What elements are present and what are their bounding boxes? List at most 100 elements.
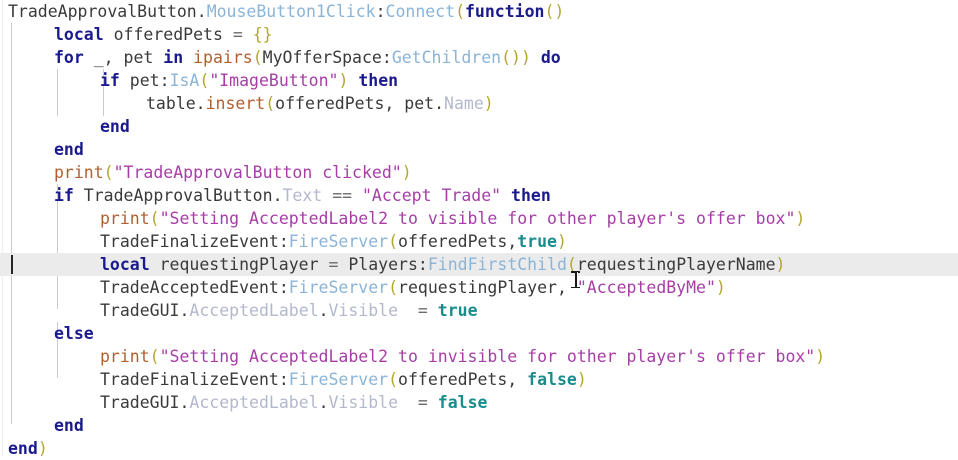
token-punct: .: [195, 94, 206, 113]
token-punct: .: [179, 393, 190, 412]
token-plain: table: [146, 94, 196, 113]
indent-guide-3: [57, 322, 58, 378]
token-fn: GetChildren: [391, 48, 502, 67]
token-plain: TradeApprovalButton: [73, 186, 273, 205]
code-line[interactable]: TradeGUI.AcceptedLabel.Visible = false: [0, 391, 958, 414]
token-fn: MouseButton1Click: [206, 2, 376, 21]
token-plain: _, pet: [83, 48, 164, 67]
code-line[interactable]: TradeFinalizeEvent:FireServer(offeredPet…: [0, 368, 958, 391]
indent-guide-4: [103, 69, 104, 116]
token-kw: else: [54, 324, 94, 343]
token-fn: Connect: [385, 2, 456, 21]
token-kw: end: [100, 117, 130, 136]
token-punct: :: [278, 232, 289, 251]
code-line[interactable]: TradeFinalizeEvent:FireServer(offeredPet…: [0, 230, 958, 253]
code-line[interactable]: table.insert(offeredPets, pet.Name): [0, 92, 958, 115]
indent-guide-1: [57, 69, 58, 116]
token-kw: do: [540, 48, 561, 67]
token-op: =: [417, 393, 428, 412]
token-bool: false: [527, 370, 577, 389]
token-kw: if: [54, 186, 74, 205]
token-plain: [428, 301, 438, 320]
token-punct: .: [434, 94, 445, 113]
token-prop: Visible: [328, 393, 399, 412]
token-str: "TradeApprovalButton clicked": [113, 163, 402, 182]
code-line[interactable]: end: [0, 138, 958, 161]
token-bool: true: [517, 232, 557, 251]
token-plain: [428, 393, 438, 412]
token-plain: TradeApprovalButton: [8, 2, 197, 21]
token-paren: ): [815, 347, 826, 366]
token-plain: TradeFinalizeEvent: [100, 370, 279, 389]
token-plain: [501, 186, 511, 205]
code-line[interactable]: for _, pet in ipairs(MyOfferSpace:GetChi…: [0, 46, 958, 69]
code-line[interactable]: TradeAcceptedEvent:FireServer(requesting…: [0, 276, 958, 299]
token-paren: (: [388, 232, 399, 251]
code-line[interactable]: end): [0, 437, 958, 460]
token-punct: :: [159, 71, 170, 90]
token-plain: TradeGUI: [100, 393, 180, 412]
token-paren: ): [338, 71, 349, 90]
token-paren: (: [566, 255, 577, 274]
code-line[interactable]: local offeredPets = {}: [0, 23, 958, 46]
token-paren: (: [149, 209, 160, 228]
token-str: "ImageButton": [209, 71, 339, 90]
token-op: =: [328, 255, 339, 274]
token-paren: }: [262, 25, 273, 44]
token-paren: ): [557, 232, 567, 251]
token-kw: then: [358, 71, 399, 90]
token-fn: FindFirstChild: [427, 255, 567, 274]
token-fn: FireServer: [288, 232, 389, 251]
indent-guide-0: [11, 23, 12, 424]
token-fn: IsA: [169, 71, 200, 90]
token-punct: .: [318, 393, 329, 412]
token-prop: Text: [282, 186, 323, 205]
token-punct: :: [278, 278, 289, 297]
token-kw: in: [163, 48, 184, 67]
token-plain: requestingPlayerName: [576, 255, 776, 274]
code-line[interactable]: print("Setting AcceptedLabel2 to visible…: [0, 207, 958, 230]
code-line[interactable]: end: [0, 414, 958, 437]
token-fn: FireServer: [288, 278, 389, 297]
text-caret: [11, 255, 13, 274]
code-line[interactable]: print("TradeApprovalButton clicked"): [0, 161, 958, 184]
token-fncall: ipairs: [193, 48, 253, 67]
code-line[interactable]: TradeGUI.AcceptedLabel.Visible = true: [0, 299, 958, 322]
token-bool: false: [437, 393, 488, 412]
code-line[interactable]: else: [0, 322, 958, 345]
token-kw: end: [8, 439, 38, 458]
token-op: ==: [332, 186, 353, 205]
token-op: =: [232, 25, 243, 44]
token-paren: (: [544, 2, 555, 21]
token-punct: .: [318, 301, 329, 320]
token-prop: AcceptedLabel: [189, 301, 319, 320]
token-paren: (: [501, 48, 512, 67]
code-line[interactable]: print("Setting AcceptedLabel2 to invisib…: [0, 345, 958, 368]
code-line[interactable]: local requestingPlayer = Players:FindFir…: [0, 253, 958, 276]
token-plain: [352, 186, 362, 205]
indent-guide-2: [57, 184, 58, 309]
code-line[interactable]: if pet:IsA("ImageButton") then: [0, 69, 958, 92]
token-paren: (: [388, 370, 399, 389]
token-paren: (: [388, 278, 399, 297]
token-punct: :: [417, 255, 428, 274]
token-kw: end: [54, 416, 84, 435]
code-line[interactable]: TradeApprovalButton.MouseButton1Click:Co…: [0, 0, 958, 23]
token-punct: :: [278, 370, 289, 389]
token-prop: AcceptedLabel: [189, 393, 319, 412]
token-punct: :: [381, 48, 392, 67]
token-paren: (: [103, 163, 114, 182]
token-paren: {: [252, 25, 263, 44]
token-str: "AcceptedByMe": [576, 278, 716, 297]
code-line[interactable]: end: [0, 115, 958, 138]
token-paren: ): [576, 370, 587, 389]
token-fn: FireServer: [288, 370, 389, 389]
token-str: "Accept Trade": [362, 186, 502, 205]
token-paren: (: [199, 71, 210, 90]
token-plain: [322, 186, 332, 205]
token-kw: local: [100, 255, 150, 274]
code-line[interactable]: if TradeApprovalButton.Text == "Accept T…: [0, 184, 958, 207]
token-punct: .: [272, 186, 283, 205]
